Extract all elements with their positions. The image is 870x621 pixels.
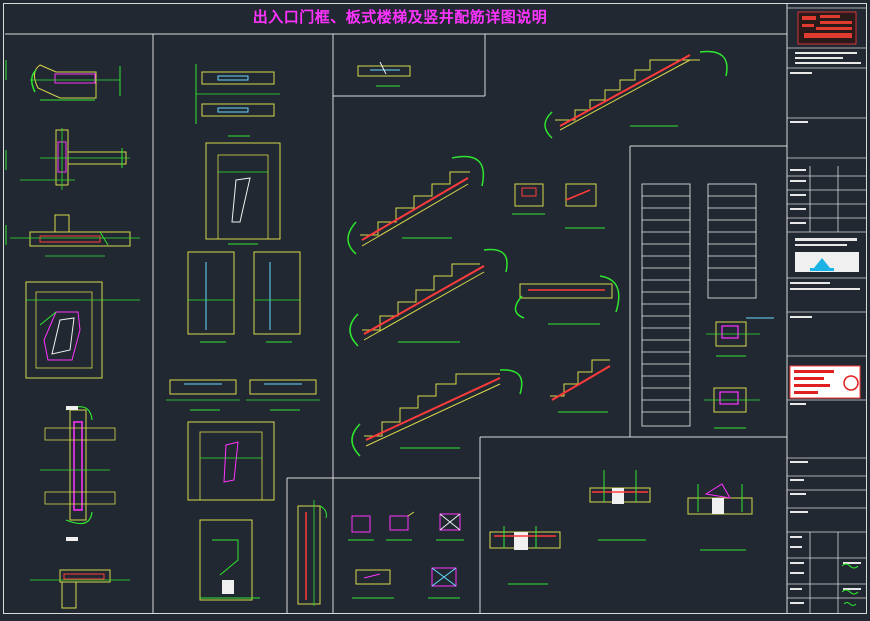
title-block [787, 7, 866, 613]
detail-door-opening [25, 281, 140, 379]
detail-wall-elevation [297, 500, 327, 606]
detail-rebar-section-a [348, 515, 374, 541]
signature-marks [841, 563, 859, 606]
detail-foundation-1 [489, 526, 561, 585]
detail-door-elevation-1 [205, 142, 281, 245]
approval-stamp [789, 365, 861, 399]
panel-door-frame-elevations [166, 64, 320, 601]
stair-flight-3 [351, 369, 523, 457]
detail-jamb-sections [187, 251, 301, 343]
company-logo-mark [802, 15, 852, 38]
sheet-frame [3, 3, 867, 614]
detail-short-stair [550, 359, 611, 413]
company-emblem-icon [795, 252, 859, 272]
stair-plan-grids [641, 183, 757, 427]
detail-shaft-section-2 [704, 387, 760, 429]
panel-reinforcement-details [297, 500, 464, 606]
detail-rebar-section-e [428, 567, 460, 599]
detail-foundation-2 [589, 470, 651, 541]
detail-t-junction-1 [20, 128, 130, 190]
detail-shaft-section-1 [706, 317, 774, 357]
detail-door-elevation-2 [187, 421, 275, 501]
detail-step-small [357, 61, 411, 87]
detail-column-elevation [40, 406, 116, 541]
panel-foundation-sections [489, 470, 753, 585]
detail-t-junction-2 [10, 214, 140, 257]
detail-footing-section [199, 519, 260, 601]
stair-flight-1 [347, 155, 485, 255]
detail-corner-section [30, 64, 121, 101]
title-block-text-strips [790, 52, 861, 604]
stair-flight-2 [349, 248, 508, 347]
detail-small-sections [512, 183, 605, 229]
detail-sill-sections [166, 379, 320, 411]
detail-landing-beam [514, 275, 620, 325]
detail-rebar-section-d [352, 569, 394, 599]
detail-bottom-corner [30, 569, 130, 609]
title-block-dividers [787, 7, 866, 613]
stair-flight-top [544, 50, 728, 139]
detail-rebar-section-c [436, 513, 464, 541]
panel-door-frame-sections [5, 60, 140, 609]
detail-lintel-sections [195, 64, 280, 137]
detail-rebar-section-b [386, 511, 415, 541]
detail-foundation-3 [687, 483, 753, 551]
drawing-title: 出入口门框、板式楼梯及竖井配筋详图说明 [252, 8, 548, 26]
